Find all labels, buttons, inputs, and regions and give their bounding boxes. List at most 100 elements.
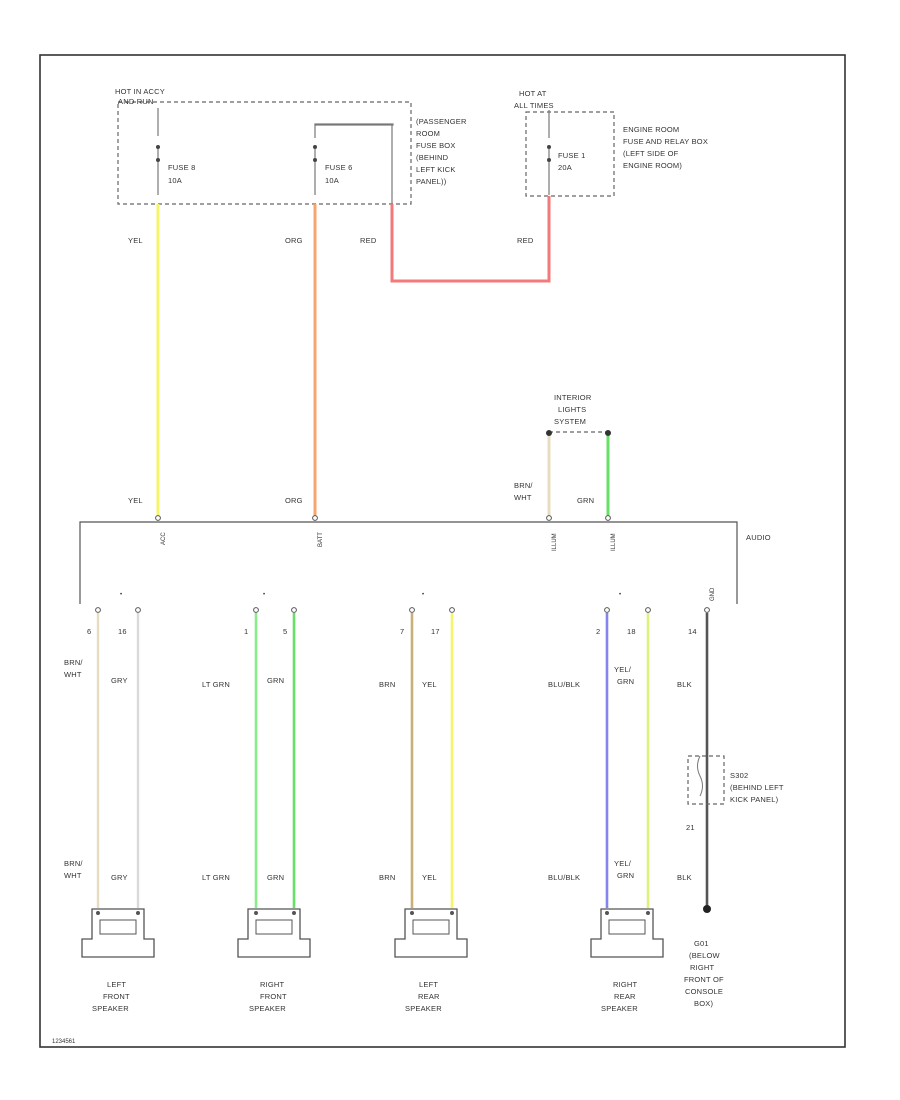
pin-6: 6	[87, 627, 91, 636]
label-yel-top: YEL	[128, 236, 143, 245]
label-lr-yel-low: YEL	[422, 873, 437, 882]
fuse-6-icon	[313, 145, 317, 149]
label-brn-wht-interior-2: WHT	[514, 493, 532, 502]
label-lf-brn-wht-low-2: WHT	[64, 871, 82, 880]
ground-line-2: (BELOW	[689, 951, 721, 960]
pin-illum-1: ILLUM	[552, 533, 558, 551]
svg-text:•: •	[422, 592, 424, 598]
label-yel-bottom: YEL	[128, 496, 143, 505]
audio-bottom-pins	[95, 607, 710, 613]
ground-line-4: FRONT OF	[684, 975, 724, 984]
interior-line-3: SYSTEM	[554, 417, 586, 426]
label-rr-yel-grn-2: GRN	[617, 677, 634, 686]
left-front-speaker-icon	[81, 908, 155, 958]
passenger-box-line-2: ROOM	[416, 129, 440, 138]
pin-5: 5	[283, 627, 287, 636]
splice-line-3: KICK PANEL)	[730, 795, 779, 804]
hot-acc-label: HOT IN ACCY	[115, 87, 165, 96]
diagram-frame	[39, 54, 846, 1048]
interior-line-2: LIGHTS	[558, 405, 586, 414]
label-blk-lower: BLK	[677, 873, 692, 882]
lr-speaker-line-2: REAR	[418, 992, 440, 1001]
label-rr-blu-blk-low: BLU/BLK	[548, 873, 580, 882]
lr-speaker-line-1: LEFT	[419, 980, 438, 989]
pin-1: 1	[244, 627, 248, 636]
wire-red	[390, 196, 551, 283]
interior-terminal-1-icon	[546, 430, 552, 436]
footer-code: 1234561	[52, 1039, 76, 1045]
pin-2: 2	[596, 627, 600, 636]
lf-speaker-line-1: LEFT	[107, 980, 126, 989]
engine-box-line-2: FUSE AND RELAY BOX	[623, 137, 708, 146]
label-rf-grn-low: GRN	[267, 873, 284, 882]
rr-speaker-line-3: SPEAKER	[601, 1004, 638, 1013]
left-rear-speaker-icon	[394, 908, 468, 958]
interior-terminal-2-icon	[605, 430, 611, 436]
right-rear-speaker-icon	[590, 908, 664, 958]
pin-gnd: GND	[710, 587, 716, 601]
fuse-b-label: FUSE 6	[325, 163, 352, 172]
engine-box-line-3: (LEFT SIDE OF	[623, 149, 679, 158]
audio-label: AUDIO	[746, 533, 771, 542]
label-rf-grn: GRN	[267, 676, 284, 685]
label-rf-lt-grn-low: LT GRN	[202, 873, 230, 882]
label-lr-brn: BRN	[379, 680, 395, 689]
pin-batt: BATT	[318, 532, 324, 547]
pin-7: 7	[400, 627, 404, 636]
svg-text:•: •	[120, 592, 122, 598]
label-rr-yel-grn-low-1: YEL/	[614, 859, 632, 868]
label-blk-upper: BLK	[677, 680, 692, 689]
label-lf-brn-wht-low-1: BRN/	[64, 859, 83, 868]
hot-all-label: HOT AT	[519, 89, 547, 98]
engine-box-line-4: ENGINE ROOM)	[623, 161, 682, 170]
passenger-box-line-3: FUSE BOX	[416, 141, 456, 150]
ground-line-6: BOX)	[694, 999, 713, 1008]
label-org-bottom: ORG	[285, 496, 303, 505]
label-rf-lt-grn: LT GRN	[202, 680, 230, 689]
hot-all-sub: ALL TIMES	[514, 101, 554, 110]
ground-line-3: RIGHT	[690, 963, 715, 972]
engine-box-line-1: ENGINE ROOM	[623, 125, 679, 134]
ground-point-icon	[703, 905, 711, 913]
audio-unit	[79, 521, 738, 604]
hot-acc-sub: AND RUN	[118, 97, 154, 106]
rr-speaker-line-2: REAR	[614, 992, 636, 1001]
label-red-left: RED	[360, 236, 377, 245]
ground-line-5: CONSOLE	[685, 987, 723, 996]
label-brn-wht-interior-1: BRN/	[514, 481, 533, 490]
passenger-box-line-5: LEFT KICK	[416, 165, 456, 174]
fuse-c-label: FUSE 1	[558, 151, 585, 160]
rr-speaker-line-1: RIGHT	[613, 980, 638, 989]
pin-18: 18	[627, 627, 636, 636]
passenger-box-line-6: PANEL))	[416, 177, 447, 186]
svg-text:•: •	[263, 592, 265, 598]
rf-speaker-line-1: RIGHT	[260, 980, 285, 989]
fuse-a-label: FUSE 8	[168, 163, 195, 172]
splice-icon	[697, 755, 703, 797]
pin-acc: ACC	[161, 532, 167, 545]
rf-speaker-line-3: SPEAKER	[249, 1004, 286, 1013]
pin-17: 17	[431, 627, 440, 636]
pin-14: 14	[688, 627, 697, 636]
label-grn-interior: GRN	[577, 496, 594, 505]
label-lr-brn-low: BRN	[379, 873, 395, 882]
label-lf-brn-wht-2: WHT	[64, 670, 82, 679]
lr-speaker-line-3: SPEAKER	[405, 1004, 442, 1013]
splice-line-2: (BEHIND LEFT	[730, 783, 784, 792]
fuse-8-icon	[156, 145, 160, 149]
rf-speaker-line-2: FRONT	[260, 992, 287, 1001]
passenger-fuse-box	[117, 101, 412, 205]
interior-line-1: INTERIOR	[554, 393, 592, 402]
svg-text:•: •	[619, 592, 621, 598]
label-lf-gry-low: GRY	[111, 873, 128, 882]
label-lf-gry: GRY	[111, 676, 128, 685]
label-red-right: RED	[517, 236, 534, 245]
label-lr-yel: YEL	[422, 680, 437, 689]
pin-illum-2: ILLUM	[611, 533, 617, 551]
label-lf-brn-wht-1: BRN/	[64, 658, 83, 667]
fuse-a-rating: 10A	[168, 176, 182, 185]
label-rr-yel-grn-low-2: GRN	[617, 871, 634, 880]
audio-top-pins	[155, 515, 611, 521]
engine-fuse-box	[525, 111, 615, 197]
